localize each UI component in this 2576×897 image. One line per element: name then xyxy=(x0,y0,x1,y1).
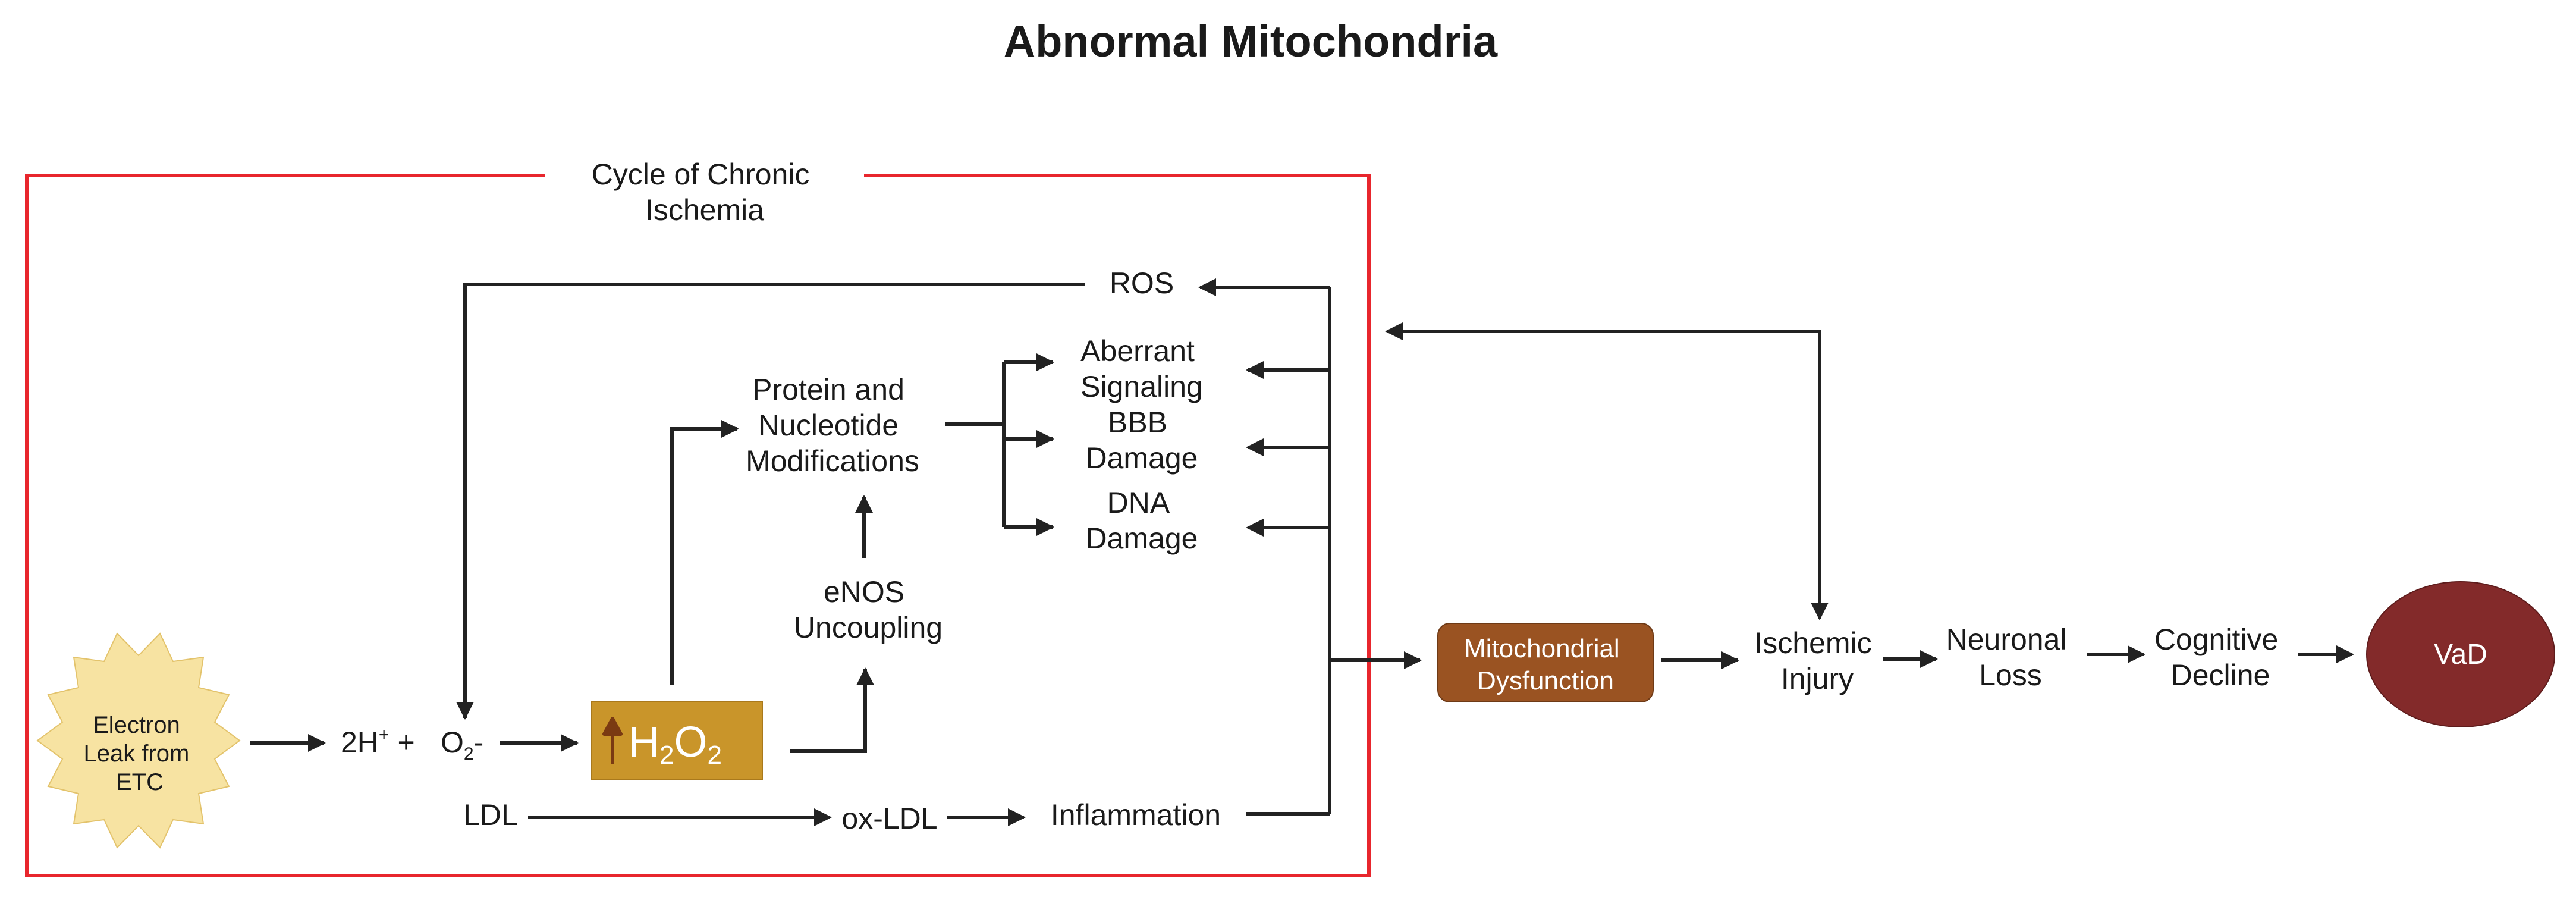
edges xyxy=(250,278,2354,826)
vad-label: VaD xyxy=(2434,639,2487,670)
neuronal-loss-label: Neuronal Loss xyxy=(1946,623,2075,692)
aberrant-signaling-label: Aberrant Signaling xyxy=(1080,334,1203,403)
electron-leak-node: Electron Leak from ETC xyxy=(36,632,241,849)
cognitive-decline-label: Cognitive Decline xyxy=(2154,623,2286,692)
electron-leak-star xyxy=(36,632,241,849)
h2o2-box xyxy=(591,701,763,780)
inflammation-label: Inflammation xyxy=(1051,798,1221,832)
bbb-damage-label: BBB Damage xyxy=(1086,406,1198,475)
protein-modifications-label: Protein and Nucleotide Modifications xyxy=(746,373,919,478)
diagram-title: Abnormal Mitochondria xyxy=(1004,17,1498,66)
electron-leak-label: Electron Leak from ETC xyxy=(84,712,196,795)
protons-label: 2H++ xyxy=(341,725,415,759)
h2o2-node: H2O2 xyxy=(591,701,763,780)
mito-dysfunction-node: Mitochondrial Dysfunction xyxy=(1437,623,1654,702)
enos-uncoupling-label: eNOS Uncoupling xyxy=(794,575,943,644)
cycle-region: Cycle of Chronic Ischemia xyxy=(25,158,1371,877)
ldl-label: LDL xyxy=(463,798,518,832)
edge-ischemic-bidirectional xyxy=(1385,322,1829,620)
edge-h2o2-to-enos xyxy=(790,667,874,753)
increase-arrow-icon xyxy=(602,717,623,764)
ischemic-injury-label: Ischemic Injury xyxy=(1754,626,1880,695)
cycle-label: Cycle of Chronic Ischemia xyxy=(592,158,818,227)
cycle-border xyxy=(25,174,1371,877)
edge-ros-to-o2 xyxy=(456,283,1085,720)
ox-ldl-label: ox-LDL xyxy=(841,802,937,835)
edge-h2o2-to-protein-mod xyxy=(670,420,739,685)
vad-ellipse xyxy=(2366,581,2555,727)
vad-node: VaD xyxy=(2366,581,2555,727)
superoxide-label: O2- xyxy=(441,726,483,764)
mito-dysfunction-label: Mitochondrial Dysfunction xyxy=(1464,634,1627,695)
ros-label: ROS xyxy=(1110,266,1174,300)
h2o2-label: H2O2 xyxy=(629,719,722,770)
mito-dysfunction-box xyxy=(1437,623,1654,702)
dna-damage-label: DNA Damage xyxy=(1086,486,1198,555)
